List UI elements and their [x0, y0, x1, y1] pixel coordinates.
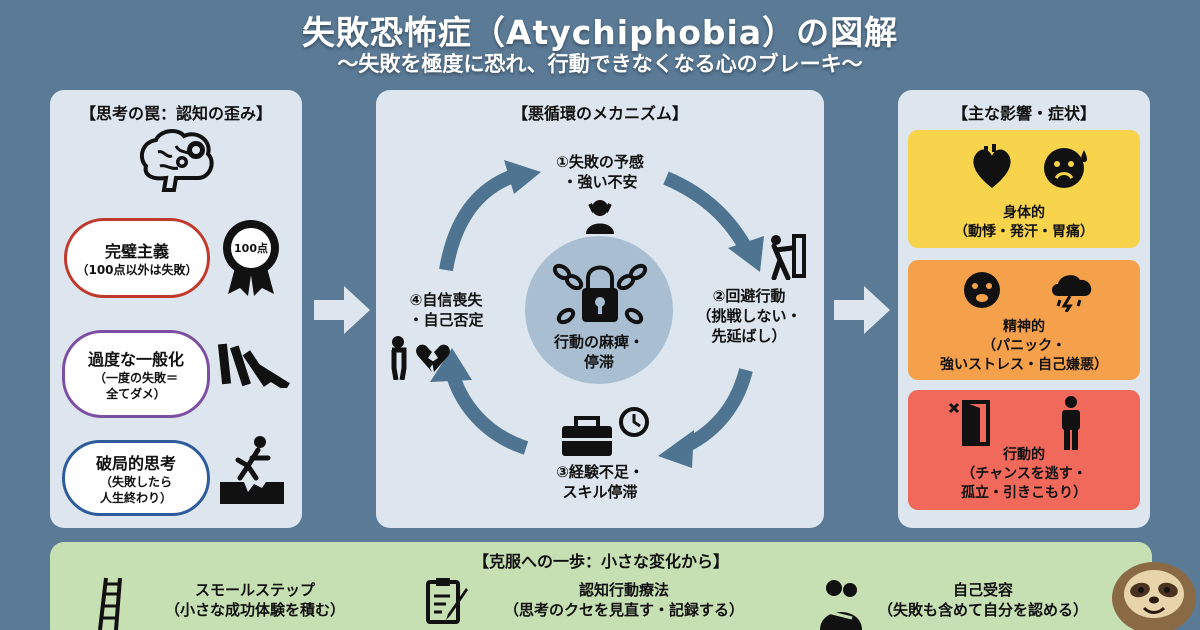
- medal-badge-label: 100点: [234, 242, 268, 255]
- overgeneralization-cloud: 過度な一般化 （一度の失敗＝ 全てダメ）: [62, 330, 210, 418]
- catastrophizing-cloud: 破局的思考 （失敗したら 人生終わり）: [62, 440, 210, 516]
- center-label-line-2: 停滞: [583, 353, 614, 371]
- small-steps-detail: （小さな成功体験を積む）: [164, 601, 345, 619]
- overcoming-heading: 【克服への一歩：小さな変化から】: [472, 552, 729, 571]
- cycle-step-3-line-1: ③経験不足・: [556, 463, 644, 481]
- cbt-title: 認知行動療法: [578, 581, 669, 599]
- cognitive-traps-heading: 【思考の罠：認知の歪み】: [79, 104, 272, 123]
- small-steps-title: スモールステップ: [194, 581, 315, 599]
- flow-arrow-left: [314, 286, 370, 334]
- distressed-face-icon: [964, 272, 1000, 308]
- catastrophizing-title: 破局的思考: [95, 454, 176, 473]
- overgeneralization-detail-1: （一度の失敗＝: [93, 371, 178, 385]
- mental-effect-detail-2: 強いストレス・自己嫌悪）: [940, 357, 1108, 373]
- cycle-step-1: ①失敗の予感 ・強い不安: [530, 152, 670, 192]
- center-label: 行動の麻痺・ 停滞: [530, 332, 668, 372]
- cycle-step-4-line-1: ④自信喪失: [409, 291, 483, 309]
- physical-effect-detail: （動悸・発汗・胃痛）: [954, 224, 1094, 240]
- behavioral-effect-title: 行動的: [1003, 447, 1045, 463]
- cycle-step-3-line-2: スキル停滞: [562, 483, 638, 501]
- cbt-item: 認知行動療法 （思考のクセを見直す・記録する）: [474, 580, 774, 620]
- hug-icon: [820, 580, 862, 630]
- perfectionism-title: 完璧主義: [104, 242, 169, 261]
- overgeneralization-detail-2: 全てダメ）: [106, 387, 166, 401]
- page-subtitle: 〜失敗を極度に恐れ、行動できなくなる心のブレーキ〜: [337, 52, 863, 76]
- behavioral-effect-card: 行動的 （チャンスを逃す・ 孤立・引きこもり）: [908, 390, 1140, 510]
- mental-effect-title: 精神的: [1003, 319, 1045, 335]
- catastrophizing-detail-2: 人生終わり）: [99, 491, 172, 505]
- small-steps-item: スモールステップ （小さな成功体験を積む）: [130, 580, 380, 620]
- cycle-step-2-line-2: （挑戦しない・: [696, 307, 802, 325]
- anxious-person-icon: [586, 200, 614, 234]
- flow-arrow-right: [834, 286, 890, 334]
- cycle-step-1-line-2: ・強い不安: [562, 173, 638, 191]
- perfectionism-detail: （100点以外は失敗）: [76, 263, 198, 277]
- storm-cloud-icon: [1052, 275, 1092, 312]
- cycle-step-3: ③経験不足・ スキル停滞: [530, 462, 670, 502]
- cycle-step-2: ②回避行動 （挑戦しない・ 先延ばし）: [690, 286, 808, 346]
- center-label-line-1: 行動の麻痺・: [553, 333, 644, 351]
- chained-lock-icon: [552, 263, 648, 325]
- cycle-step-2-line-3: 先延ばし）: [711, 327, 787, 345]
- sweating-face-icon: [1044, 148, 1087, 188]
- toolbox-clock-icon: [562, 407, 649, 456]
- cycle-step-4-line-2: ・自己否定: [408, 311, 484, 329]
- cycle-step-2-line-1: ②回避行動: [712, 287, 786, 305]
- self-acceptance-item: 自己受容 （失敗も含めて自分を認める）: [858, 580, 1108, 620]
- standing-person-icon: [1062, 396, 1080, 450]
- cycle-step-1-line-1: ①失敗の予感: [556, 153, 644, 171]
- behavioral-effect-detail-2: 孤立・引きこもり）: [961, 485, 1087, 501]
- perfectionism-cloud: 完璧主義 （100点以外は失敗）: [64, 218, 210, 298]
- exit-door-icon: [948, 400, 990, 446]
- cycle-arrows: [430, 160, 764, 468]
- broken-heart-icon: [391, 336, 450, 380]
- physical-effect-title: 身体的: [1003, 205, 1045, 221]
- mental-effect-card: 精神的 （パニック・ 強いストレス・自己嫌悪）: [908, 260, 1140, 380]
- page-title: 失敗恐怖症（Atychiphobia）の図解: [301, 13, 899, 52]
- catastrophizing-detail-1: （失敗したら: [99, 475, 172, 489]
- effects-heading: 【主な影響・症状】: [951, 104, 1096, 123]
- sloth-icon: [1112, 562, 1196, 630]
- self-acceptance-detail: （失敗も含めて自分を認める）: [877, 601, 1088, 619]
- falling-dominoes-icon: [217, 343, 290, 388]
- person-pushing-door-icon: [771, 234, 806, 280]
- overgeneralization-title: 過度な一般化: [87, 350, 184, 369]
- medal-icon: [223, 220, 279, 296]
- mental-effect-detail-1: （パニック・: [982, 338, 1066, 354]
- person-falling-icon: [220, 436, 284, 504]
- ladder-icon: [98, 577, 122, 630]
- heart-icon: [973, 144, 1011, 188]
- cycle-step-4: ④自信喪失 ・自己否定: [386, 290, 506, 330]
- cbt-detail: （思考のクセを見直す・記録する）: [503, 601, 744, 619]
- behavioral-effect-detail-1: （チャンスを逃す・: [961, 466, 1087, 482]
- overcoming-panel: 【克服への一歩：小さな変化から】: [50, 542, 1152, 630]
- self-acceptance-title: 自己受容: [952, 581, 1013, 599]
- physical-effect-card: 身体的 （動悸・発汗・胃痛）: [908, 130, 1140, 248]
- vicious-cycle-heading: 【悪循環のメカニズム】: [511, 104, 688, 123]
- checklist-pen-icon: [426, 578, 468, 624]
- brain-gear-icon: [139, 129, 214, 192]
